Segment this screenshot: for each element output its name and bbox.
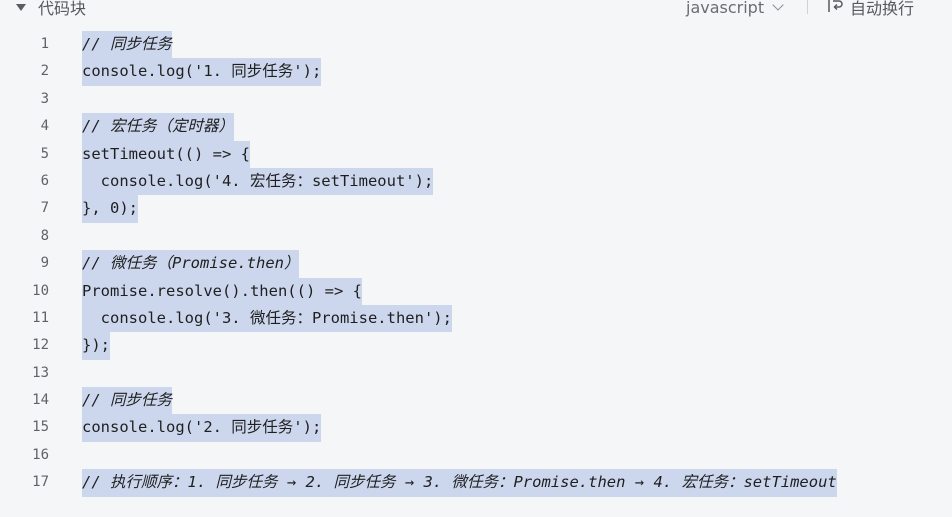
code-line[interactable]: 5 setTimeout(() => { [0, 140, 952, 168]
line-number: 7 [40, 200, 49, 217]
code-block-header: 代码块 javascript 自动换行 [0, 0, 952, 18]
code-line[interactable]: 15 console.log('2. 同步任务'); [0, 414, 952, 442]
code-text: }, 0); [82, 195, 138, 223]
language-label: javascript [686, 0, 765, 17]
caret-down-icon [16, 3, 26, 11]
line-number: 4 [40, 118, 49, 135]
code-comment: // 宏任务（定时器） [82, 113, 234, 141]
line-number: 3 [40, 90, 49, 107]
line-number: 17 [32, 474, 49, 491]
code-line[interactable]: 14 // 同步任务 [0, 387, 952, 415]
code-line[interactable]: 7 }, 0); [0, 195, 952, 223]
collapse-toggle[interactable]: 代码块 [16, 0, 86, 18]
code-text: Promise.resolve().then(() => { [82, 277, 362, 305]
wrap-icon [827, 0, 845, 17]
line-number: 11 [32, 309, 49, 326]
code-comment: // 同步任务 [82, 31, 172, 59]
line-number: 12 [32, 337, 49, 354]
code-block-title: 代码块 [38, 0, 87, 18]
code-text: }); [82, 332, 110, 360]
code-area[interactable]: 1 // 同步任务 2 console.log('1. 同步任务'); 3 4 // 宏任务… [0, 31, 952, 497]
code-line[interactable]: 16 [0, 442, 952, 469]
code-text: setTimeout(() => { [82, 140, 250, 168]
header-divider [807, 0, 808, 14]
code-line[interactable]: 8 [0, 223, 952, 250]
code-line[interactable]: 17 // 执行顺序：1. 同步任务 → 2. 同步任务 → 3. 微任务：Pro… [0, 469, 952, 497]
wrap-label: 自动换行 [850, 0, 915, 18]
line-number: 6 [40, 172, 49, 189]
code-line[interactable]: 6 console.log('4. 宏任务：setTimeout'); [0, 167, 952, 196]
code-line[interactable]: 11 console.log('3. 微任务：Promise.then'); [0, 304, 952, 333]
line-number: 9 [40, 255, 49, 272]
code-line[interactable]: 9 // 微任务（Promise.then） [0, 250, 952, 278]
line-number: 2 [40, 63, 49, 80]
code-text: console.log('2. 同步任务'); [82, 414, 322, 442]
language-select[interactable]: javascript [686, 0, 784, 18]
line-number: 8 [40, 227, 49, 244]
code-text: console.log('3. 微任务：Promise.then'); [82, 304, 452, 333]
code-line[interactable]: 10 Promise.resolve().then(() => { [0, 277, 952, 305]
line-number: 14 [32, 392, 49, 409]
code-line[interactable]: 1 // 同步任务 [0, 31, 952, 59]
wrap-toggle-button[interactable]: 自动换行 [827, 0, 914, 18]
code-comment: // 微任务（Promise.then） [82, 250, 300, 278]
code-line[interactable]: 12}); [0, 332, 952, 360]
line-number: 15 [32, 419, 49, 436]
code-line[interactable]: 3 [0, 86, 952, 113]
code-text: console.log('1. 同步任务'); [82, 58, 322, 86]
line-number: 1 [40, 36, 49, 52]
code-line[interactable]: 4 // 宏任务（定时器） [0, 113, 952, 141]
code-text: console.log('4. 宏任务：setTimeout'); [82, 167, 434, 196]
line-number: 13 [32, 364, 49, 381]
line-number: 10 [32, 282, 49, 299]
line-number: 5 [40, 145, 49, 162]
code-comment: // 执行顺序：1. 同步任务 → 2. 同步任务 → 3. 微任务：Promi… [82, 469, 837, 497]
line-number: 16 [32, 446, 49, 463]
code-comment: // 同步任务 [82, 387, 172, 415]
chevron-down-icon [772, 0, 784, 11]
code-line[interactable]: 2 console.log('1. 同步任务'); [0, 58, 952, 86]
code-line[interactable]: 13 [0, 360, 952, 387]
